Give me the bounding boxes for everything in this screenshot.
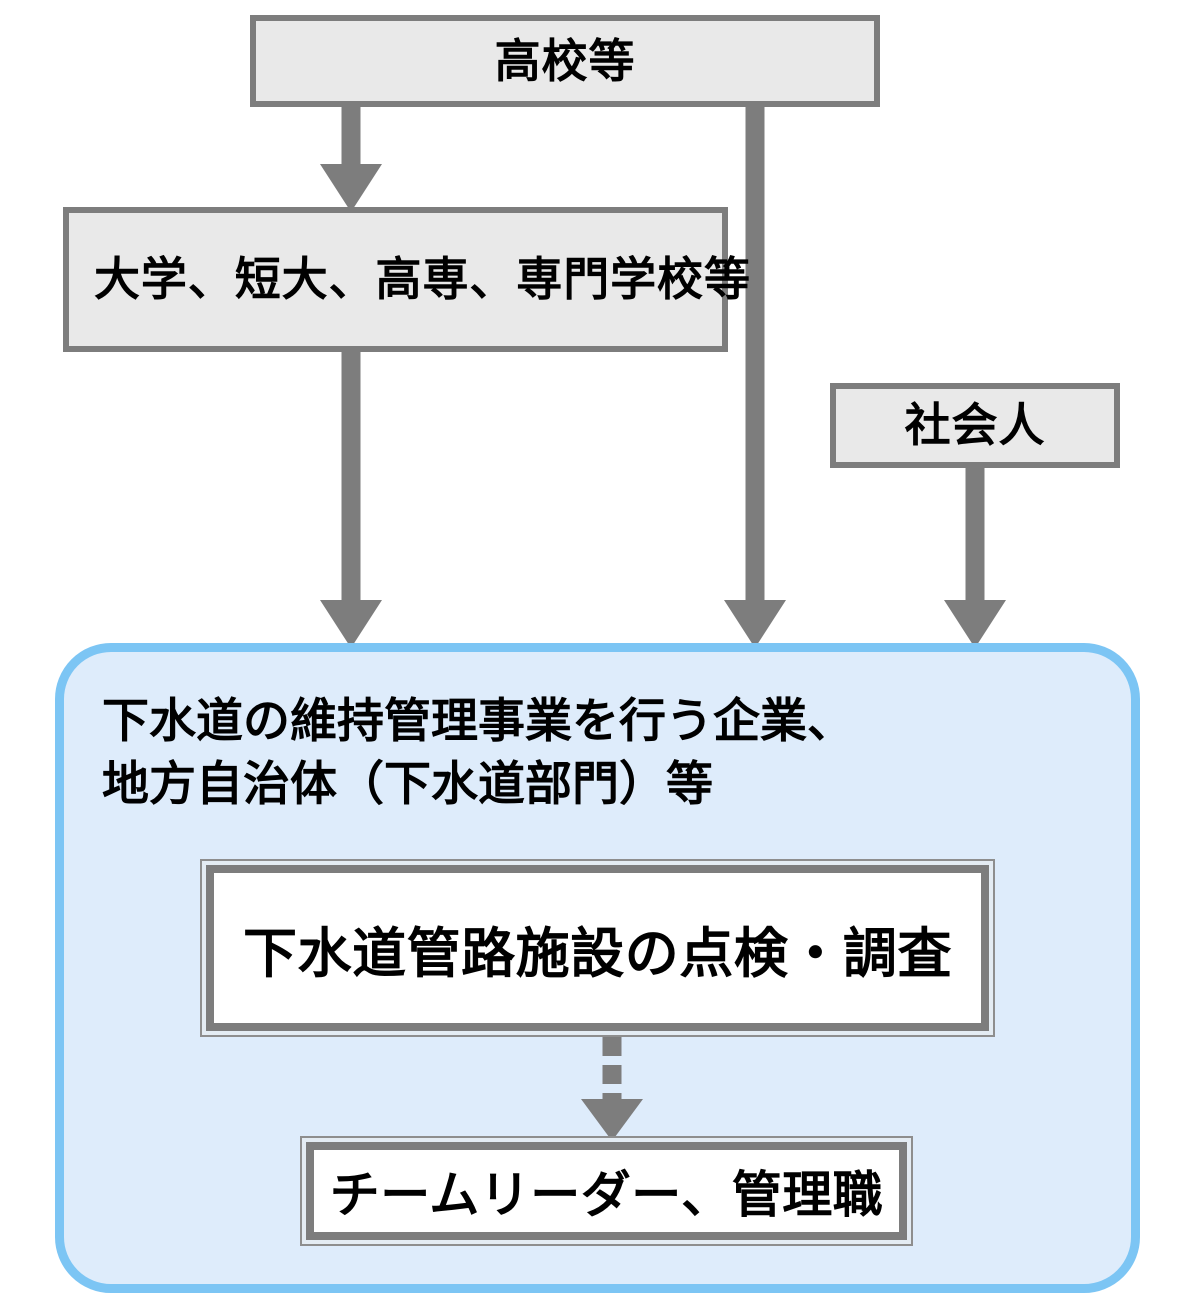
node-inspection[interactable]: 下水道管路施設の点検・調査: [200, 859, 995, 1037]
arrow-high-school-to-company: [724, 100, 786, 648]
node-inspection-frame: 下水道管路施設の点検・調査: [206, 865, 989, 1031]
node-high-school-label: 高校等: [494, 34, 636, 87]
arrow-shaft: [965, 462, 985, 600]
arrow-inspection-to-team-leader: [581, 1037, 643, 1141]
arrow-head-icon: [944, 600, 1006, 648]
node-working-adult-label: 社会人: [904, 399, 1046, 452]
node-university[interactable]: 大学、短大、高専、専門学校等: [63, 207, 750, 352]
node-inspection-label: 下水道管路施設の点検・調査: [242, 923, 953, 984]
node-team-leader[interactable]: チームリーダー、管理職: [300, 1136, 913, 1246]
arrow-shaft: [341, 100, 361, 164]
node-university-label: 大学、短大、高専、専門学校等: [94, 253, 751, 306]
arrow-head-icon: [724, 600, 786, 648]
arrow-dash-segment: [602, 1037, 622, 1056]
arrow-shaft: [745, 100, 765, 600]
arrow-head-icon: [581, 1099, 643, 1141]
node-team-leader-label: チームリーダー、管理職: [329, 1167, 884, 1223]
node-working-adult[interactable]: 社会人: [830, 383, 1120, 468]
arrow-university-to-company: [320, 346, 382, 648]
arrow-dash-segment: [602, 1065, 622, 1084]
arrow-high-school-to-university: [320, 100, 382, 212]
arrow-shaft: [341, 346, 361, 600]
arrow-head-icon: [320, 164, 382, 212]
arrow-working-adult-to-company: [944, 462, 1006, 648]
node-team-leader-frame: チームリーダー、管理職: [306, 1142, 907, 1240]
node-high-school[interactable]: 高校等: [250, 15, 880, 107]
arrow-head-icon: [320, 600, 382, 648]
node-company-panel-label: 下水道の維持管理事業を行う企業、 地方自治体（下水道部門）等: [102, 694, 854, 810]
